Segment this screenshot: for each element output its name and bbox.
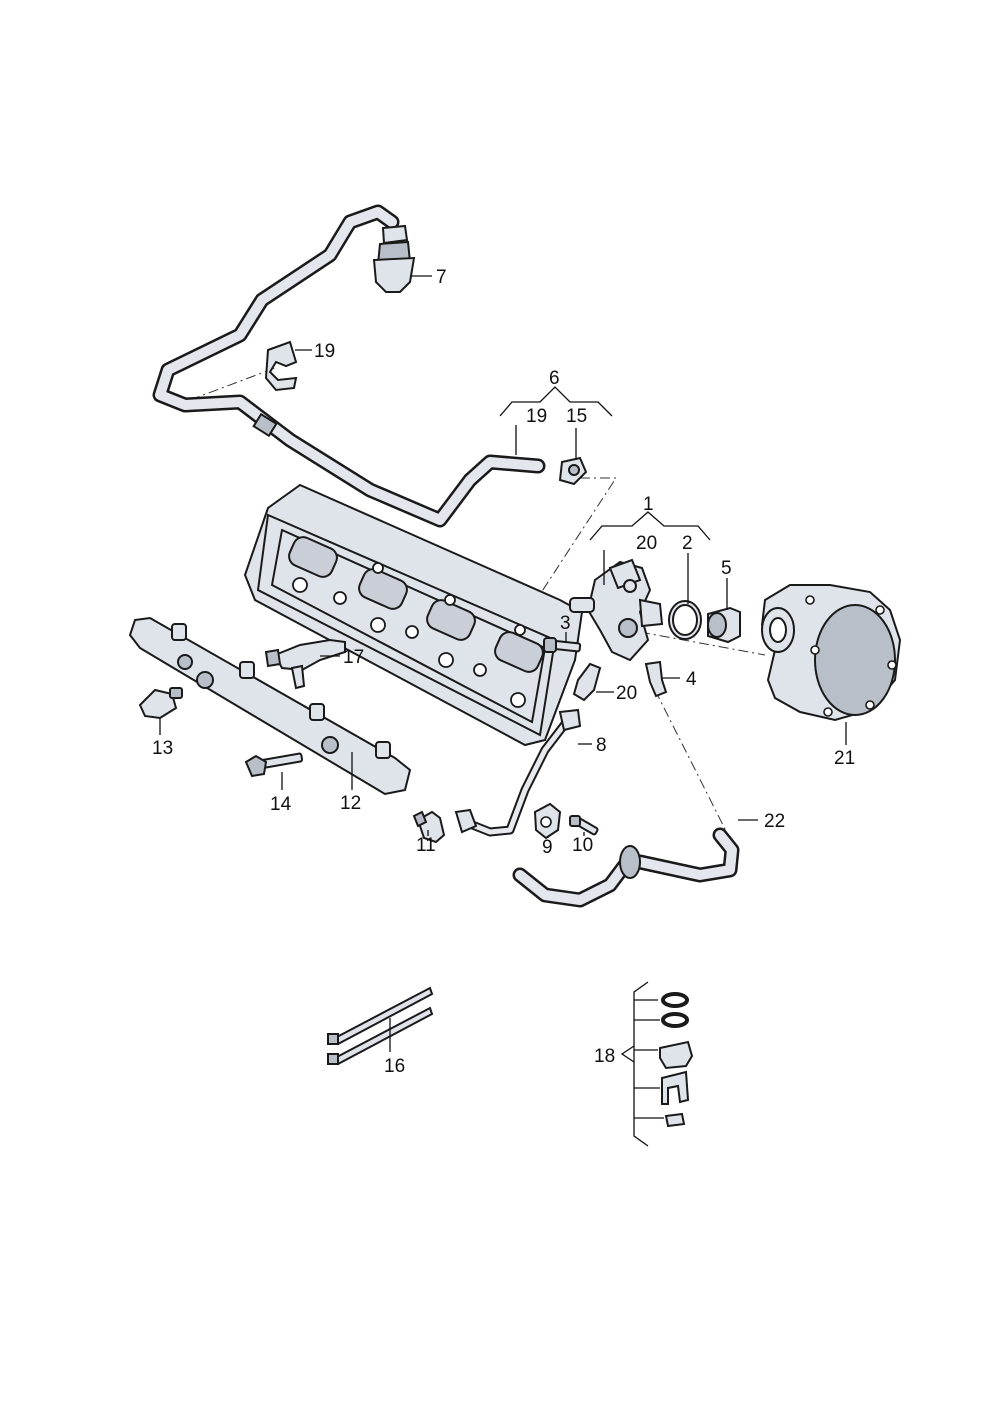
bracket-1	[589, 511, 711, 541]
bolt-3	[543, 637, 582, 653]
fuel-pressure-sensor	[412, 810, 446, 844]
leader-lines	[159, 275, 847, 1052]
callout-2: 2	[682, 533, 693, 554]
union-4	[644, 660, 668, 698]
vacuum-pump	[760, 584, 902, 722]
fuel-line	[454, 708, 582, 837]
union-20	[572, 662, 602, 702]
sensor-13	[138, 687, 183, 720]
high-pressure-fuel-pump	[569, 558, 664, 662]
callout-15: 15	[566, 406, 587, 427]
callout-13: 13	[152, 738, 173, 759]
callout-19-upper: 19	[314, 341, 335, 362]
callout-16: 16	[384, 1056, 405, 1077]
callout-20-lower: 20	[616, 683, 637, 704]
sleeve	[707, 606, 741, 644]
bracket-18	[620, 981, 664, 1147]
hose-clip-15	[558, 456, 588, 486]
callout-21: 21	[834, 748, 855, 769]
callout-11: 11	[416, 835, 436, 856]
callout-3: 3	[560, 613, 571, 634]
hose-connector	[372, 224, 416, 293]
callout-8: 8	[596, 735, 607, 756]
callout-1: 1	[643, 494, 654, 515]
bolt-10	[569, 815, 599, 836]
o-ring	[668, 600, 702, 640]
bracket-6	[499, 386, 613, 417]
callout-6: 6	[549, 368, 560, 389]
callout-17: 17	[343, 647, 364, 668]
callout-14: 14	[270, 794, 292, 815]
fuel-injector	[264, 638, 346, 690]
cylinder-head	[243, 483, 584, 747]
callout-9: 9	[542, 837, 553, 858]
callout-20-bracket: 20	[636, 533, 657, 554]
callout-5: 5	[721, 558, 732, 579]
callout-12: 12	[340, 793, 361, 814]
callout-22: 22	[764, 811, 785, 832]
clamp-9	[533, 802, 562, 840]
fuel-hose-long	[152, 204, 546, 528]
cable-ties	[327, 986, 434, 1066]
bolt-14	[244, 752, 304, 778]
callout-7: 7	[436, 267, 447, 288]
callout-4: 4	[686, 669, 697, 690]
fuel-rail	[128, 616, 412, 796]
repair-set	[659, 992, 694, 1128]
hose-clip-upper	[264, 340, 298, 392]
vacuum-hose	[512, 827, 740, 908]
callout-labels: 7 19 6 19 15 1 20 2 5 3 17 4 20 8 13 21 …	[152, 267, 855, 1077]
callout-10: 10	[572, 835, 593, 856]
callout-19-bracket: 19	[526, 406, 547, 427]
callout-18: 18	[594, 1046, 615, 1067]
